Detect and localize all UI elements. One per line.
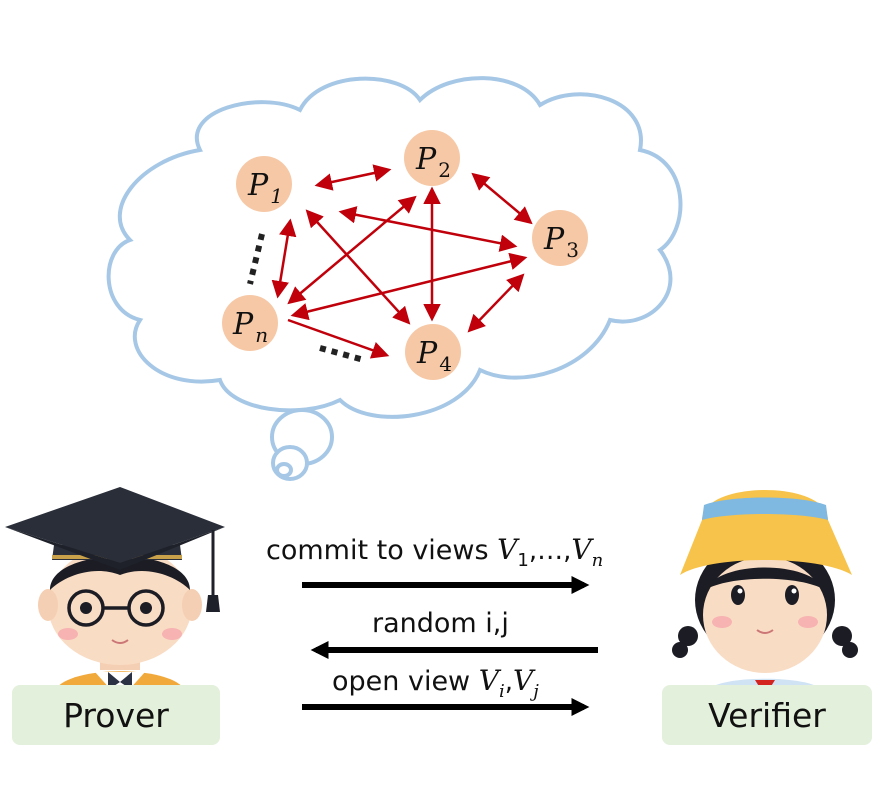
node-p4-circle — [405, 324, 461, 380]
edge-pn-p3 — [290, 252, 528, 321]
ellipsis-left — [247, 233, 265, 285]
node-p3-circle — [532, 210, 588, 266]
thought-cloud — [106, 76, 683, 481]
prover-hair — [50, 556, 190, 590]
edge-p1-p2 — [314, 164, 392, 191]
node-p1-circle — [236, 156, 292, 212]
ellipsis-marks — [247, 233, 365, 363]
verifier-face — [703, 557, 827, 673]
prover-glasses — [67, 589, 165, 627]
verifier-label: Verifier — [662, 685, 872, 745]
edge-pn-p4 — [287, 318, 390, 359]
node-pn-circle — [222, 295, 278, 351]
message-commit-label: commit to views V1,…,Vn — [266, 533, 603, 571]
prover-cap — [5, 487, 225, 563]
message-commit: commit to views V1,…,Vn — [266, 533, 603, 594]
edge-p2-p3 — [471, 172, 533, 225]
verifier-avatar — [672, 490, 858, 700]
ellipsis-bottom — [319, 345, 365, 363]
prover-avatar — [5, 487, 225, 700]
prover-face — [48, 545, 192, 665]
message-random: random i,j — [310, 608, 598, 659]
node-p2-circle — [404, 130, 460, 186]
message-random-label: random i,j — [372, 608, 509, 639]
party-edges — [271, 164, 533, 359]
edge-p3-p4 — [467, 273, 525, 333]
message-open: open view Vi,Vj — [302, 664, 590, 716]
prover-label: Prover — [12, 685, 220, 745]
edge-p1-p3 — [338, 206, 518, 252]
message-open-label: open view Vi,Vj — [332, 664, 539, 702]
